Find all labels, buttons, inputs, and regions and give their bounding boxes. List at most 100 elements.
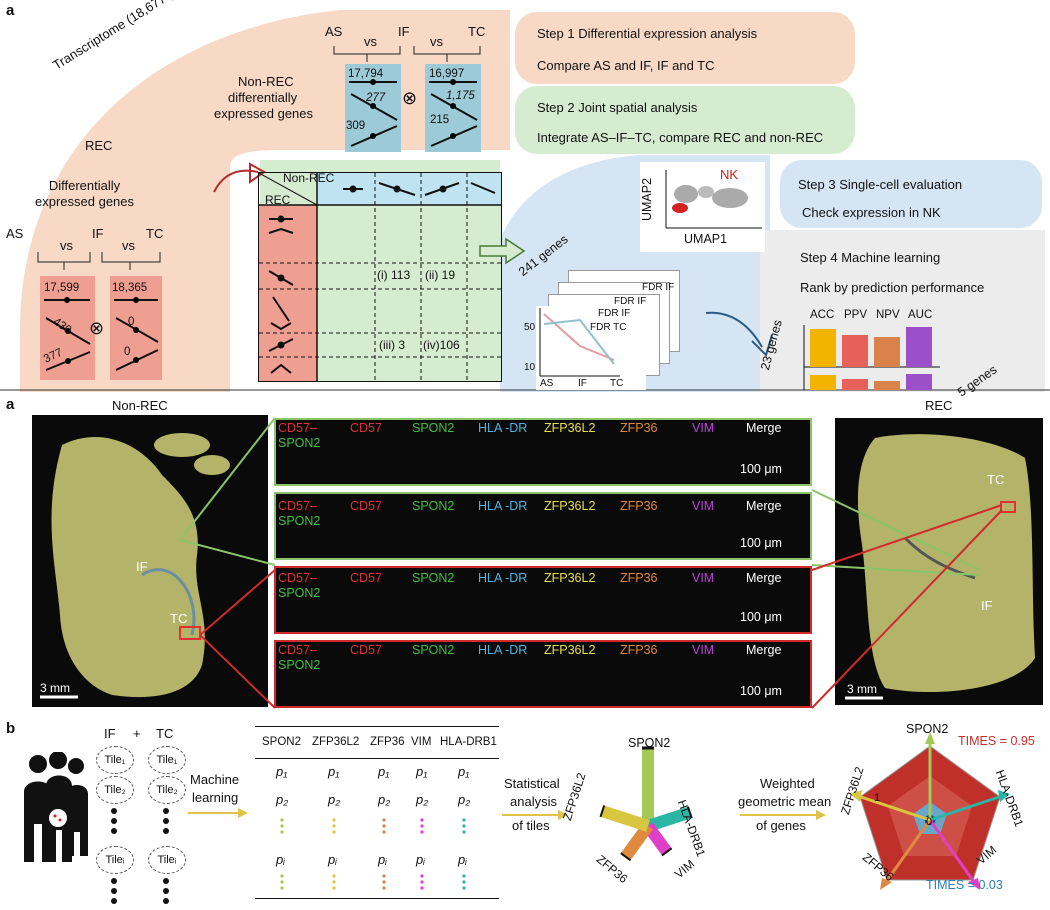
vs-label: vs <box>430 34 443 49</box>
scale-bar-label: 3 mm <box>40 681 70 695</box>
tc-label: TC <box>156 726 174 741</box>
times-high: TIMES = 0.95 <box>958 734 1035 748</box>
tick-label: 10 <box>524 362 536 373</box>
zoom-lines <box>179 417 1003 709</box>
ch-cd57: CD57 <box>350 499 382 513</box>
rec-num: 18,365 <box>112 282 148 294</box>
cell-p2: p₂ <box>416 792 429 807</box>
wgm-label: of genes <box>756 818 806 833</box>
red-curve-arrow <box>213 162 266 193</box>
radar-chart: SPON2 TIMES = 0.95 HLA-DRB1 VIM ZFP36 ZF… <box>830 720 1045 906</box>
yellow-arrow <box>740 810 826 820</box>
cell-pi: pᵢ <box>458 852 467 867</box>
umap1-label: UMAP1 <box>684 232 728 246</box>
ch-merge: Merge <box>746 643 782 657</box>
cell-pi: pᵢ <box>378 852 387 867</box>
family-icon <box>24 752 88 862</box>
vs-label: vs <box>364 34 377 49</box>
micron-scale: 100 μm <box>740 684 782 698</box>
otimes-symbol: ⊗ <box>402 88 418 108</box>
metric-label: NPV <box>876 309 900 321</box>
ch-hla-dr: HLA -DR <box>478 421 528 435</box>
ch-spon2-sub: SPON2 <box>278 436 321 450</box>
tile-if-1: Tile₁ <box>96 746 134 774</box>
table-dot-columns <box>280 818 466 890</box>
blue-curve-arrow <box>705 311 773 357</box>
if-label: IF <box>136 559 148 574</box>
tc-label: TC <box>468 24 486 39</box>
step1-box: Step 1 Differential expression analysis … <box>515 12 855 84</box>
tile-tc-1: Tile₁ <box>148 746 186 774</box>
ch-zfp36: ZFP36 <box>620 571 658 585</box>
cell-pi: pᵢ <box>416 852 425 867</box>
ch-vim: VIM <box>692 643 715 657</box>
cell-iii: (iii) 3 <box>379 338 405 352</box>
rec-deg-label: Differentially expressed genes <box>35 178 135 210</box>
fdr-plot: FDR IF FDR IF FDR IF FDR TC 50 10 AS IF … <box>524 270 680 390</box>
ch-spon2: SPON2 <box>412 421 455 435</box>
nonrec-deg-label: Non-REC <box>238 74 294 89</box>
rec-brackets <box>37 252 161 270</box>
tile-tc-2: Tile₂ <box>148 776 186 804</box>
fdr-label: FDR TC <box>590 322 627 333</box>
ch-zfp36: ZFP36 <box>620 421 658 435</box>
ch-hla-dr: HLA -DR <box>478 499 528 513</box>
ch-zfp36: ZFP36 <box>620 643 658 657</box>
col-header: VIM <box>411 736 432 748</box>
rec-trend-lines <box>44 297 159 371</box>
nonrec-num: 1,175 <box>446 90 475 102</box>
ch-spon2: SPON2 <box>412 499 455 513</box>
ch-spon2: SPON2 <box>412 643 455 657</box>
ch-spon2-sub: SPON2 <box>278 514 321 528</box>
radar-scale-zero: 0 <box>926 816 933 828</box>
micro-strip-nonrec-if: CD57– SPON2 CD57 SPON2 HLA -DR ZFP36L2 Z… <box>274 418 812 486</box>
ml-label: learning <box>192 790 239 805</box>
scale-bar-label: 3 mm <box>847 682 877 696</box>
ch-cd57: CD57 <box>350 421 382 435</box>
metric-bars: ACC PPV NPV AUC <box>800 305 948 390</box>
micro-strip-rec-tc: CD57– SPON2 CD57 SPON2 HLA -DR ZFP36L2 Z… <box>274 566 812 634</box>
nonrec-title: Non-REC <box>112 398 168 413</box>
ch-hla-dr: HLA -DR <box>478 643 528 657</box>
wgm-label: geometric mean <box>738 794 832 809</box>
star-plot: SPON2 HLA-DRB1 VIM ZFP36 ZFP36L2 <box>560 732 728 904</box>
if-label: IF <box>398 24 410 39</box>
table-nonrec-label: Non-REC <box>283 171 335 185</box>
tc-label: TC <box>146 226 164 241</box>
nonrec-tissue-image: IF TC 3 mm <box>32 415 268 707</box>
ch-zfp36l2: ZFP36L2 <box>544 499 596 513</box>
panel-label-a2: a <box>6 396 15 413</box>
micron-scale: 100 μm <box>740 536 782 550</box>
times-low: TIMES = 0.03 <box>926 878 1003 892</box>
nk-label: NK <box>720 167 739 182</box>
vs-label: vs <box>60 238 73 253</box>
cell-p1: p₁ <box>378 764 390 779</box>
stat-label: analysis <box>510 794 557 809</box>
rec-title: REC <box>925 398 953 413</box>
step3-box: Step 3 Single-cell evaluation Check expr… <box>780 160 1042 228</box>
ch-cd57-minus: CD57– <box>278 571 317 585</box>
micron-scale: 100 μm <box>740 462 782 476</box>
step1-title: Step 1 Differential expression analysis <box>537 26 758 41</box>
rec-tissue-image: TC IF 3 mm <box>835 418 1043 705</box>
nonrec-trend-lines <box>349 79 478 147</box>
wgm-label: Weighted <box>760 776 815 791</box>
cell-pi: pᵢ <box>328 852 337 867</box>
step1-body: Compare AS and IF, IF and TC <box>537 58 715 73</box>
step2-title: Step 2 Joint spatial analysis <box>537 100 698 115</box>
otimes-symbol: ⊗ <box>89 318 105 338</box>
cell-p2: p₂ <box>458 792 471 807</box>
col-header: ZFP36 <box>370 736 405 748</box>
fdr-label: FDR IF <box>598 308 631 319</box>
ch-merge: Merge <box>746 571 782 585</box>
step2-body: Integrate AS–IF–TC, compare REC and non-… <box>537 130 824 145</box>
ch-cd57-minus: CD57– <box>278 499 317 513</box>
vs-label: vs <box>122 238 135 253</box>
nonrec-num: 16,997 <box>429 68 465 80</box>
col-header: HLA-DRB1 <box>440 736 497 748</box>
metric-label: ACC <box>810 309 835 321</box>
cell-p1: p₁ <box>416 764 428 779</box>
umap2-label: UMAP2 <box>640 177 655 222</box>
nonrec-brackets <box>333 46 481 62</box>
rec-num: 0 <box>124 346 131 358</box>
